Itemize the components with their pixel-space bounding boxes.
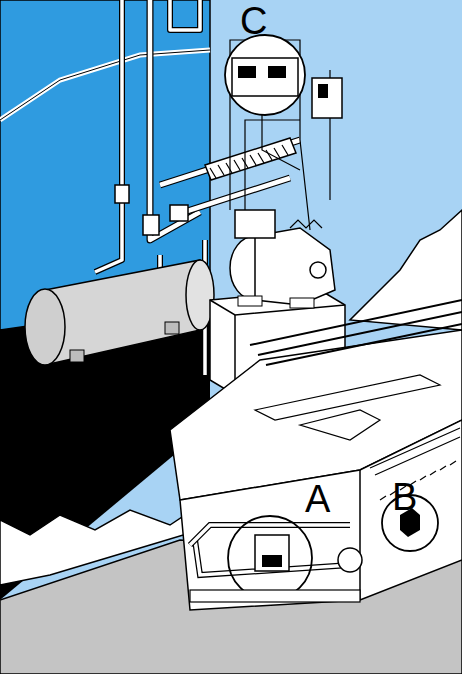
valve: [115, 185, 129, 203]
pipe: [0, 50, 210, 120]
evaporator-unit: [170, 300, 462, 610]
expansion-valve: [190, 516, 362, 602]
switch-window: [238, 66, 256, 78]
switch-window: [268, 66, 286, 78]
switch-window: [318, 84, 328, 98]
detail-circle: [225, 35, 305, 115]
callout-letter: B: [392, 478, 417, 516]
pressure-switch: [232, 58, 298, 96]
capillary-lines: [230, 40, 330, 230]
callout-letter: C: [240, 2, 267, 40]
solenoid-valve: [312, 78, 342, 118]
receiver-tank: [25, 260, 214, 365]
valve: [143, 215, 159, 235]
torn-edge: [0, 505, 200, 585]
pipe-outline: [0, 50, 210, 120]
callout-letter: A: [305, 480, 330, 518]
